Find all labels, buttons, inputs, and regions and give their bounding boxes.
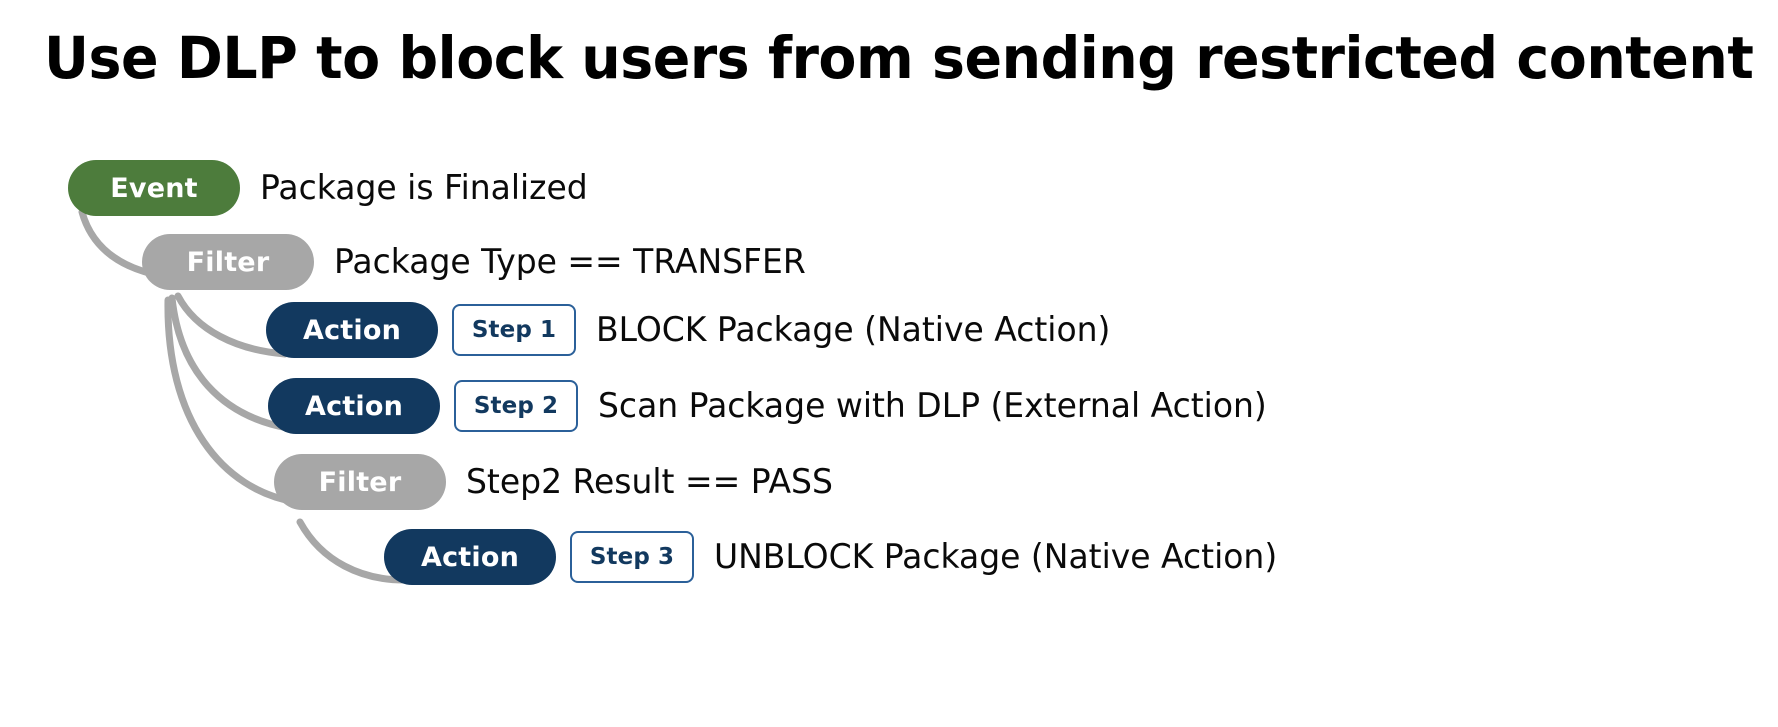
flow-row-description: Step2 Result == PASS xyxy=(466,462,833,502)
badge-action[interactable]: Action xyxy=(268,378,440,434)
flow-row-description: Package is Finalized xyxy=(260,168,588,208)
flow-row[interactable]: Filter Package Type == TRANSFER xyxy=(142,234,820,290)
step-chip-2[interactable]: Step 2 xyxy=(454,380,578,432)
flow-row-description: Scan Package with DLP (External Action) xyxy=(598,386,1267,426)
flow-row-description: Package Type == TRANSFER xyxy=(334,242,806,282)
step-chip-1[interactable]: Step 1 xyxy=(452,304,576,356)
badge-action[interactable]: Action xyxy=(266,302,438,358)
badge-event[interactable]: Event xyxy=(68,160,240,216)
page-title: Use DLP to block users from sending rest… xyxy=(44,24,1754,92)
flow-row-description: UNBLOCK Package (Native Action) xyxy=(714,537,1278,577)
flow-row[interactable]: Action Step 3 UNBLOCK Package (Native Ac… xyxy=(384,529,1295,585)
flow-row-description: BLOCK Package (Native Action) xyxy=(596,310,1111,350)
flow-row[interactable]: Action Step 2 Scan Package with DLP (Ext… xyxy=(268,378,1287,434)
flow-row[interactable]: Action Step 1 BLOCK Package (Native Acti… xyxy=(266,302,1126,358)
step-chip-3[interactable]: Step 3 xyxy=(570,531,694,583)
flow-row[interactable]: Filter Step2 Result == PASS xyxy=(274,454,844,510)
flow-row[interactable]: Event Package is Finalized xyxy=(68,160,598,216)
badge-filter[interactable]: Filter xyxy=(274,454,446,510)
badge-filter[interactable]: Filter xyxy=(142,234,314,290)
badge-action[interactable]: Action xyxy=(384,529,556,585)
